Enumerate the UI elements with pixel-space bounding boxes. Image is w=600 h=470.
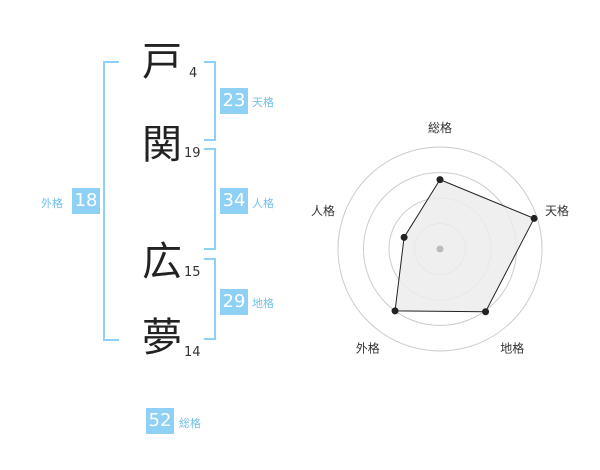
radar-axis-label-1: 総格 (428, 120, 452, 135)
tenkaku-label: 天格 (252, 96, 274, 109)
radar-point-5 (400, 233, 408, 241)
radar-axis-label-3: 地格 (500, 341, 524, 356)
name-char-1: 戸 (142, 39, 182, 85)
radar-point-4 (391, 307, 399, 315)
gaikaku-bracket (103, 61, 119, 341)
soukaku-value-badge: 52 (146, 408, 174, 434)
radar-axis-label-2: 天格 (545, 203, 569, 218)
jinkaku-label: 人格 (252, 197, 274, 210)
radar-axis-label-4: 外格 (356, 341, 380, 356)
chikaku-bracket (204, 258, 216, 340)
chikaku-label: 地格 (252, 297, 274, 310)
jinkaku-value-badge: 34 (220, 188, 248, 214)
gaikaku-label: 外格 (41, 197, 63, 210)
name-char-3: 広 (142, 239, 182, 285)
tenkaku-value-badge: 23 (220, 88, 248, 114)
radar-axis-label-5: 人格 (311, 203, 335, 218)
radar-point-1 (436, 176, 444, 184)
stroke-count-1: 4 (189, 66, 198, 81)
stroke-count-2: 19 (184, 146, 201, 161)
gaikaku-value-badge: 18 (72, 188, 100, 214)
radar-center-dot (436, 245, 444, 253)
stroke-count-4: 14 (184, 345, 201, 360)
stroke-count-3: 15 (184, 265, 201, 280)
radar-grid-ring (337, 146, 543, 352)
radar-point-3 (482, 308, 490, 316)
jinkaku-bracket (204, 148, 216, 250)
name-char-4: 夢 (142, 315, 182, 361)
soukaku-label: 総格 (179, 417, 201, 430)
radar-point-2 (530, 214, 538, 222)
radar-series-area (394, 179, 535, 313)
name-char-2: 関 (142, 122, 182, 168)
tenkaku-bracket (204, 61, 216, 141)
chikaku-value-badge: 29 (220, 289, 248, 315)
